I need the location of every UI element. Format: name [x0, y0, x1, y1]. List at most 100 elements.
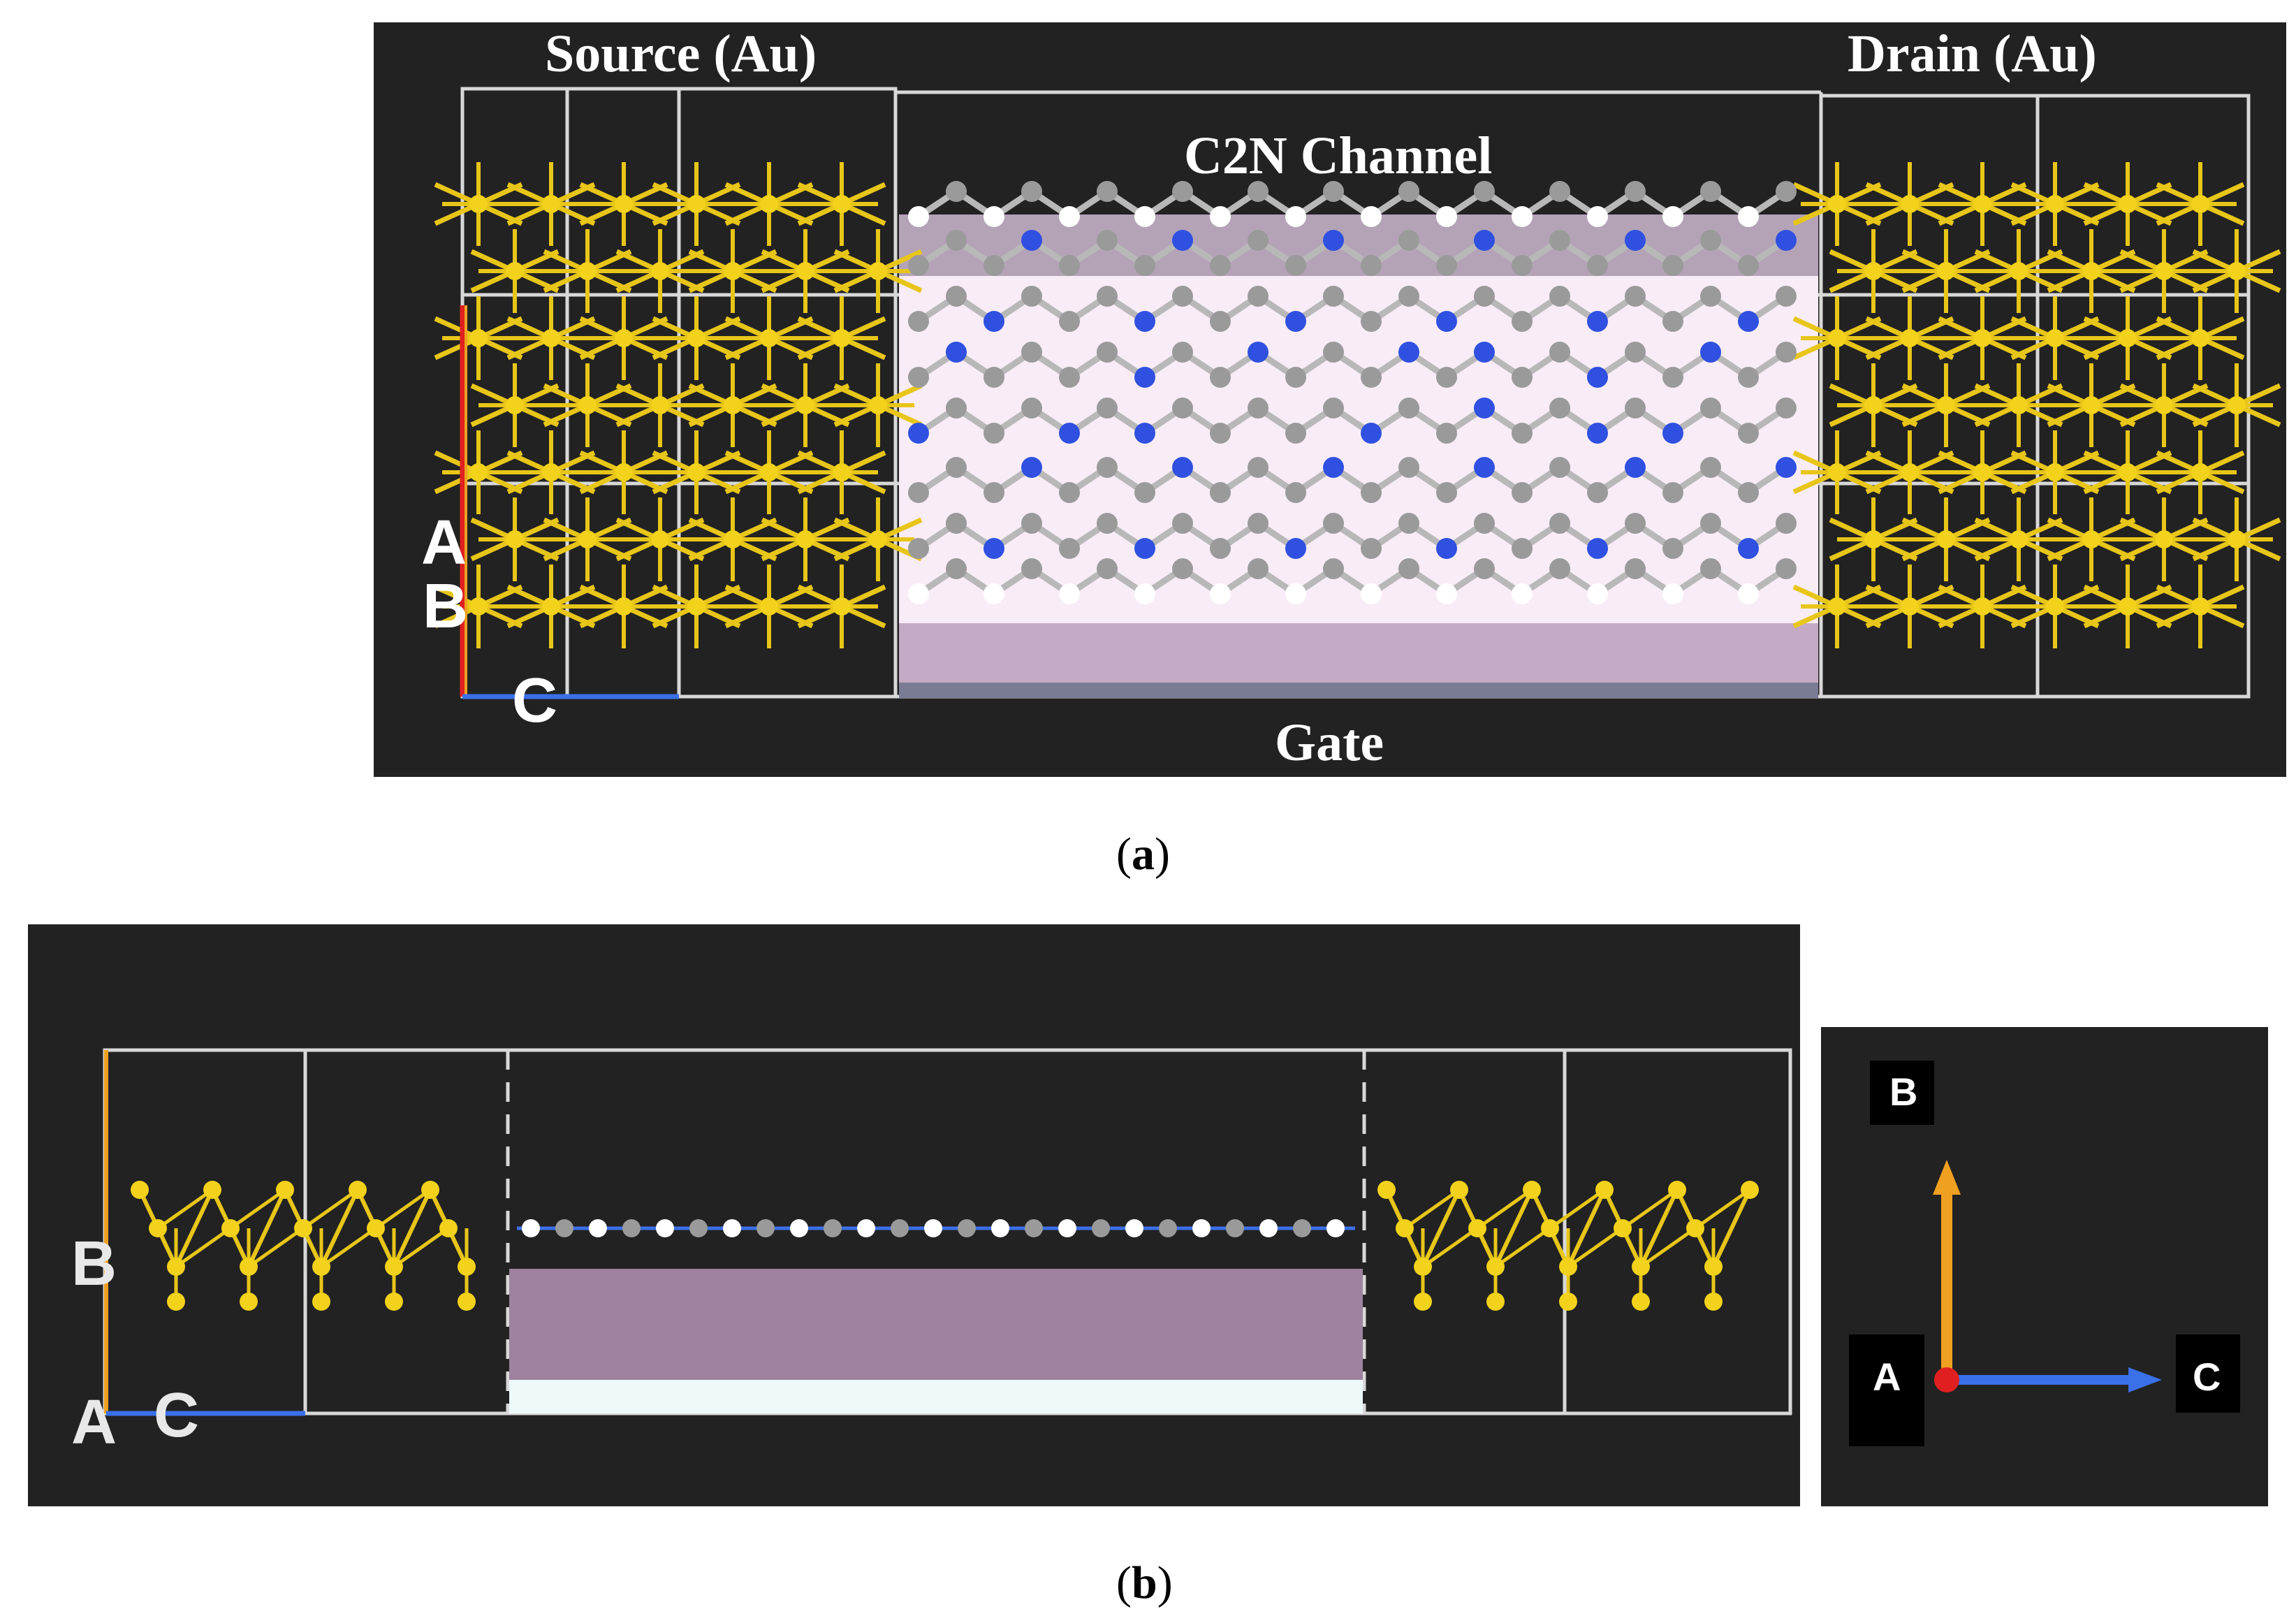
- carbon-atom: [1172, 513, 1193, 534]
- hydrogen-atom: [656, 1219, 674, 1237]
- drain-gold-side-atom: [1704, 1258, 1723, 1276]
- source-gold-side-atom: [240, 1293, 258, 1311]
- carbon-atom: [1738, 482, 1759, 503]
- source-gold-atom: [506, 396, 524, 414]
- hydrogen-atom: [1059, 583, 1080, 604]
- drain-gold-side-atom: [1595, 1181, 1614, 1199]
- nitrogen-atom: [1134, 538, 1155, 559]
- axis-b-label: B: [423, 572, 468, 641]
- carbon-atom: [1097, 513, 1118, 534]
- carbon-atom: [1738, 255, 1759, 276]
- axes-inset-arrows: [1849, 1061, 2240, 1446]
- source-gold-atom: [615, 463, 633, 481]
- hydrogen-atom: [1059, 206, 1080, 227]
- carbon-atom: [1700, 513, 1721, 534]
- carbon-atom: [622, 1219, 641, 1237]
- carbon-atom: [1059, 538, 1080, 559]
- drain-gold-atom: [1937, 530, 1955, 548]
- carbon-atom: [984, 482, 1004, 503]
- carbon-atom: [1738, 367, 1759, 388]
- panel-a-structure: [434, 87, 2281, 699]
- source-gold-atom: [687, 195, 705, 213]
- carbon-atom: [1361, 538, 1382, 559]
- hydrogen-atom: [1259, 1219, 1278, 1237]
- carbon-atom: [1587, 423, 1608, 444]
- inset-label-b: B: [1889, 1070, 1918, 1114]
- source-gold-side-atom: [149, 1219, 167, 1237]
- source-gold-side-bond: [247, 1188, 287, 1268]
- c2n-channel-region: [899, 214, 1818, 698]
- drain-gold-side-bond: [1494, 1226, 1551, 1269]
- gate-metal: [899, 683, 1818, 698]
- carbon-atom: [1059, 482, 1080, 503]
- hydrogen-atom: [924, 1219, 942, 1237]
- a-axis-dot: [1934, 1367, 1959, 1392]
- drain-gold-side-atom: [1704, 1293, 1723, 1311]
- carbon-atom: [1210, 538, 1231, 559]
- source-gold-atom: [760, 195, 778, 213]
- drain-gold-side-bond: [1639, 1226, 1697, 1269]
- carbon-atom: [1226, 1219, 1244, 1237]
- source-gold-atom: [869, 262, 887, 280]
- drain-gold-side-bond: [1549, 1188, 1606, 1230]
- carbon-atom: [1474, 558, 1495, 579]
- nitrogen-atom: [1549, 342, 1570, 363]
- source-gold-side-atom: [294, 1219, 312, 1237]
- drain-gold-atom: [2119, 597, 2137, 616]
- carbon-atom: [1097, 457, 1118, 478]
- carbon-atom: [1776, 181, 1797, 202]
- carbon-atom: [1285, 255, 1306, 276]
- carbon-atom: [946, 513, 967, 534]
- carbon-atom: [1700, 181, 1721, 202]
- hydrogen-atom: [1738, 206, 1759, 227]
- source-gold-atom: [615, 195, 633, 213]
- drain-gold-atom: [1828, 463, 1846, 481]
- carbon-atom: [1776, 286, 1797, 307]
- drain-gold-atom: [1901, 463, 1919, 481]
- carbon-atom: [1021, 398, 1042, 419]
- hydrogen-atom: [522, 1219, 540, 1237]
- caption-a-letter: a: [1131, 829, 1155, 880]
- hydrogen-atom: [1058, 1219, 1076, 1237]
- hydrogen-atom: [1436, 583, 1457, 604]
- nitrogen-atom: [1436, 538, 1457, 559]
- carbon-atom: [1323, 398, 1344, 419]
- drain-gold-atom: [1901, 195, 1919, 213]
- source-gold-atom: [796, 396, 814, 414]
- drain-gold-side-atom: [1614, 1219, 1632, 1237]
- hydrogen-atom: [1512, 583, 1533, 604]
- carbon-atom: [1776, 513, 1797, 534]
- carbon-atom: [1474, 181, 1495, 202]
- carbon-atom: [1512, 311, 1533, 332]
- carbon-atom: [958, 1219, 976, 1237]
- nitrogen-atom: [1625, 457, 1646, 478]
- source-gold-atom: [542, 329, 560, 347]
- hydrogen-atom: [723, 1219, 741, 1237]
- carbon-atom: [1474, 513, 1495, 534]
- hydrogen-atom: [1361, 206, 1382, 227]
- drain-gold-side-atom: [1541, 1219, 1559, 1237]
- source-gold-side-atom: [458, 1258, 476, 1276]
- source-gold-atom: [615, 597, 633, 616]
- carbon-atom: [1700, 558, 1721, 579]
- source-gold-atom: [469, 195, 488, 213]
- source-gold-side-atom: [276, 1181, 294, 1199]
- drain-gold-atom: [2191, 463, 2209, 481]
- c2n-molecule: [908, 181, 1797, 604]
- drain-gold-atom: [2228, 396, 2246, 414]
- source-gold-atom: [469, 329, 488, 347]
- drain-gold-side-atom: [1523, 1181, 1541, 1199]
- source-gold-side-bond: [229, 1188, 286, 1230]
- panel-a: Source (Au) Drain (Au) C2N Channel Gate …: [374, 22, 2286, 777]
- drain-gold-atom: [2082, 396, 2100, 414]
- axis-c-label: C: [154, 1381, 199, 1450]
- carbon-atom: [1625, 181, 1646, 202]
- gold-electrodes-side: [131, 1181, 1759, 1311]
- drain-gold-atom: [1901, 329, 1919, 347]
- hydrogen-atom: [984, 583, 1004, 604]
- source-gold-atom: [833, 597, 851, 616]
- carbon-atom: [1700, 398, 1721, 419]
- carbon-atom: [1134, 482, 1155, 503]
- source-gold-side-bond: [175, 1226, 232, 1269]
- drain-gold-side-atom: [1632, 1258, 1650, 1276]
